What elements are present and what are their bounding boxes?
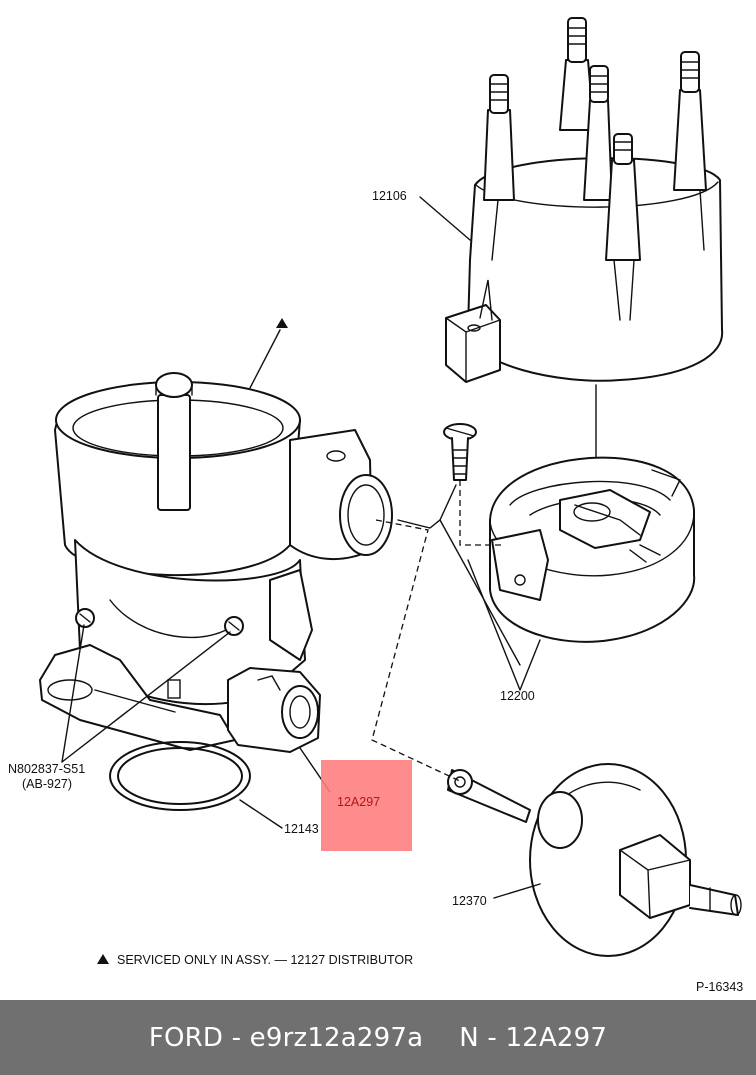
gasket-o-ring [109,741,251,811]
cap-tower [605,133,641,261]
service-note-marker-icon [97,954,109,964]
cap-tower [583,65,613,201]
screw [443,423,505,546]
caption-bar: FORD - e9rz12a297a N - 12A297 [0,1000,756,1075]
footer-brand-part: FORD - e9rz12a297a [148,1022,424,1053]
cap-tower [483,74,515,201]
highlight-box [321,760,412,851]
label-screw-ref: (AB-927) [22,777,72,791]
footer-part-number: N - 12A297 [459,1022,608,1053]
distributor-housing [39,372,393,753]
label-gasket: 12143 [284,822,319,836]
label-vacuum-advance: 12370 [452,894,487,908]
service-note: SERVICED ONLY IN ASSY. — 12127 DISTRIBUT… [117,953,413,967]
distributor-cap [445,17,724,383]
cap-tower [559,17,595,131]
rotor-assembly [489,456,696,643]
label-highlighted-part: 12A297 [337,795,380,809]
cap-tower [673,51,707,191]
vacuum-advance-unit [447,763,742,957]
distributor-exploded-diagram: 12106 12200 12370 12143 N802837-S51 (AB-… [8,17,743,994]
label-screw: N802837-S51 [8,762,85,776]
label-rotor: 12200 [500,689,535,703]
label-cap: 12106 [372,189,407,203]
figure-number: P-16343 [696,980,743,994]
serviced-marker-icon [276,318,288,328]
